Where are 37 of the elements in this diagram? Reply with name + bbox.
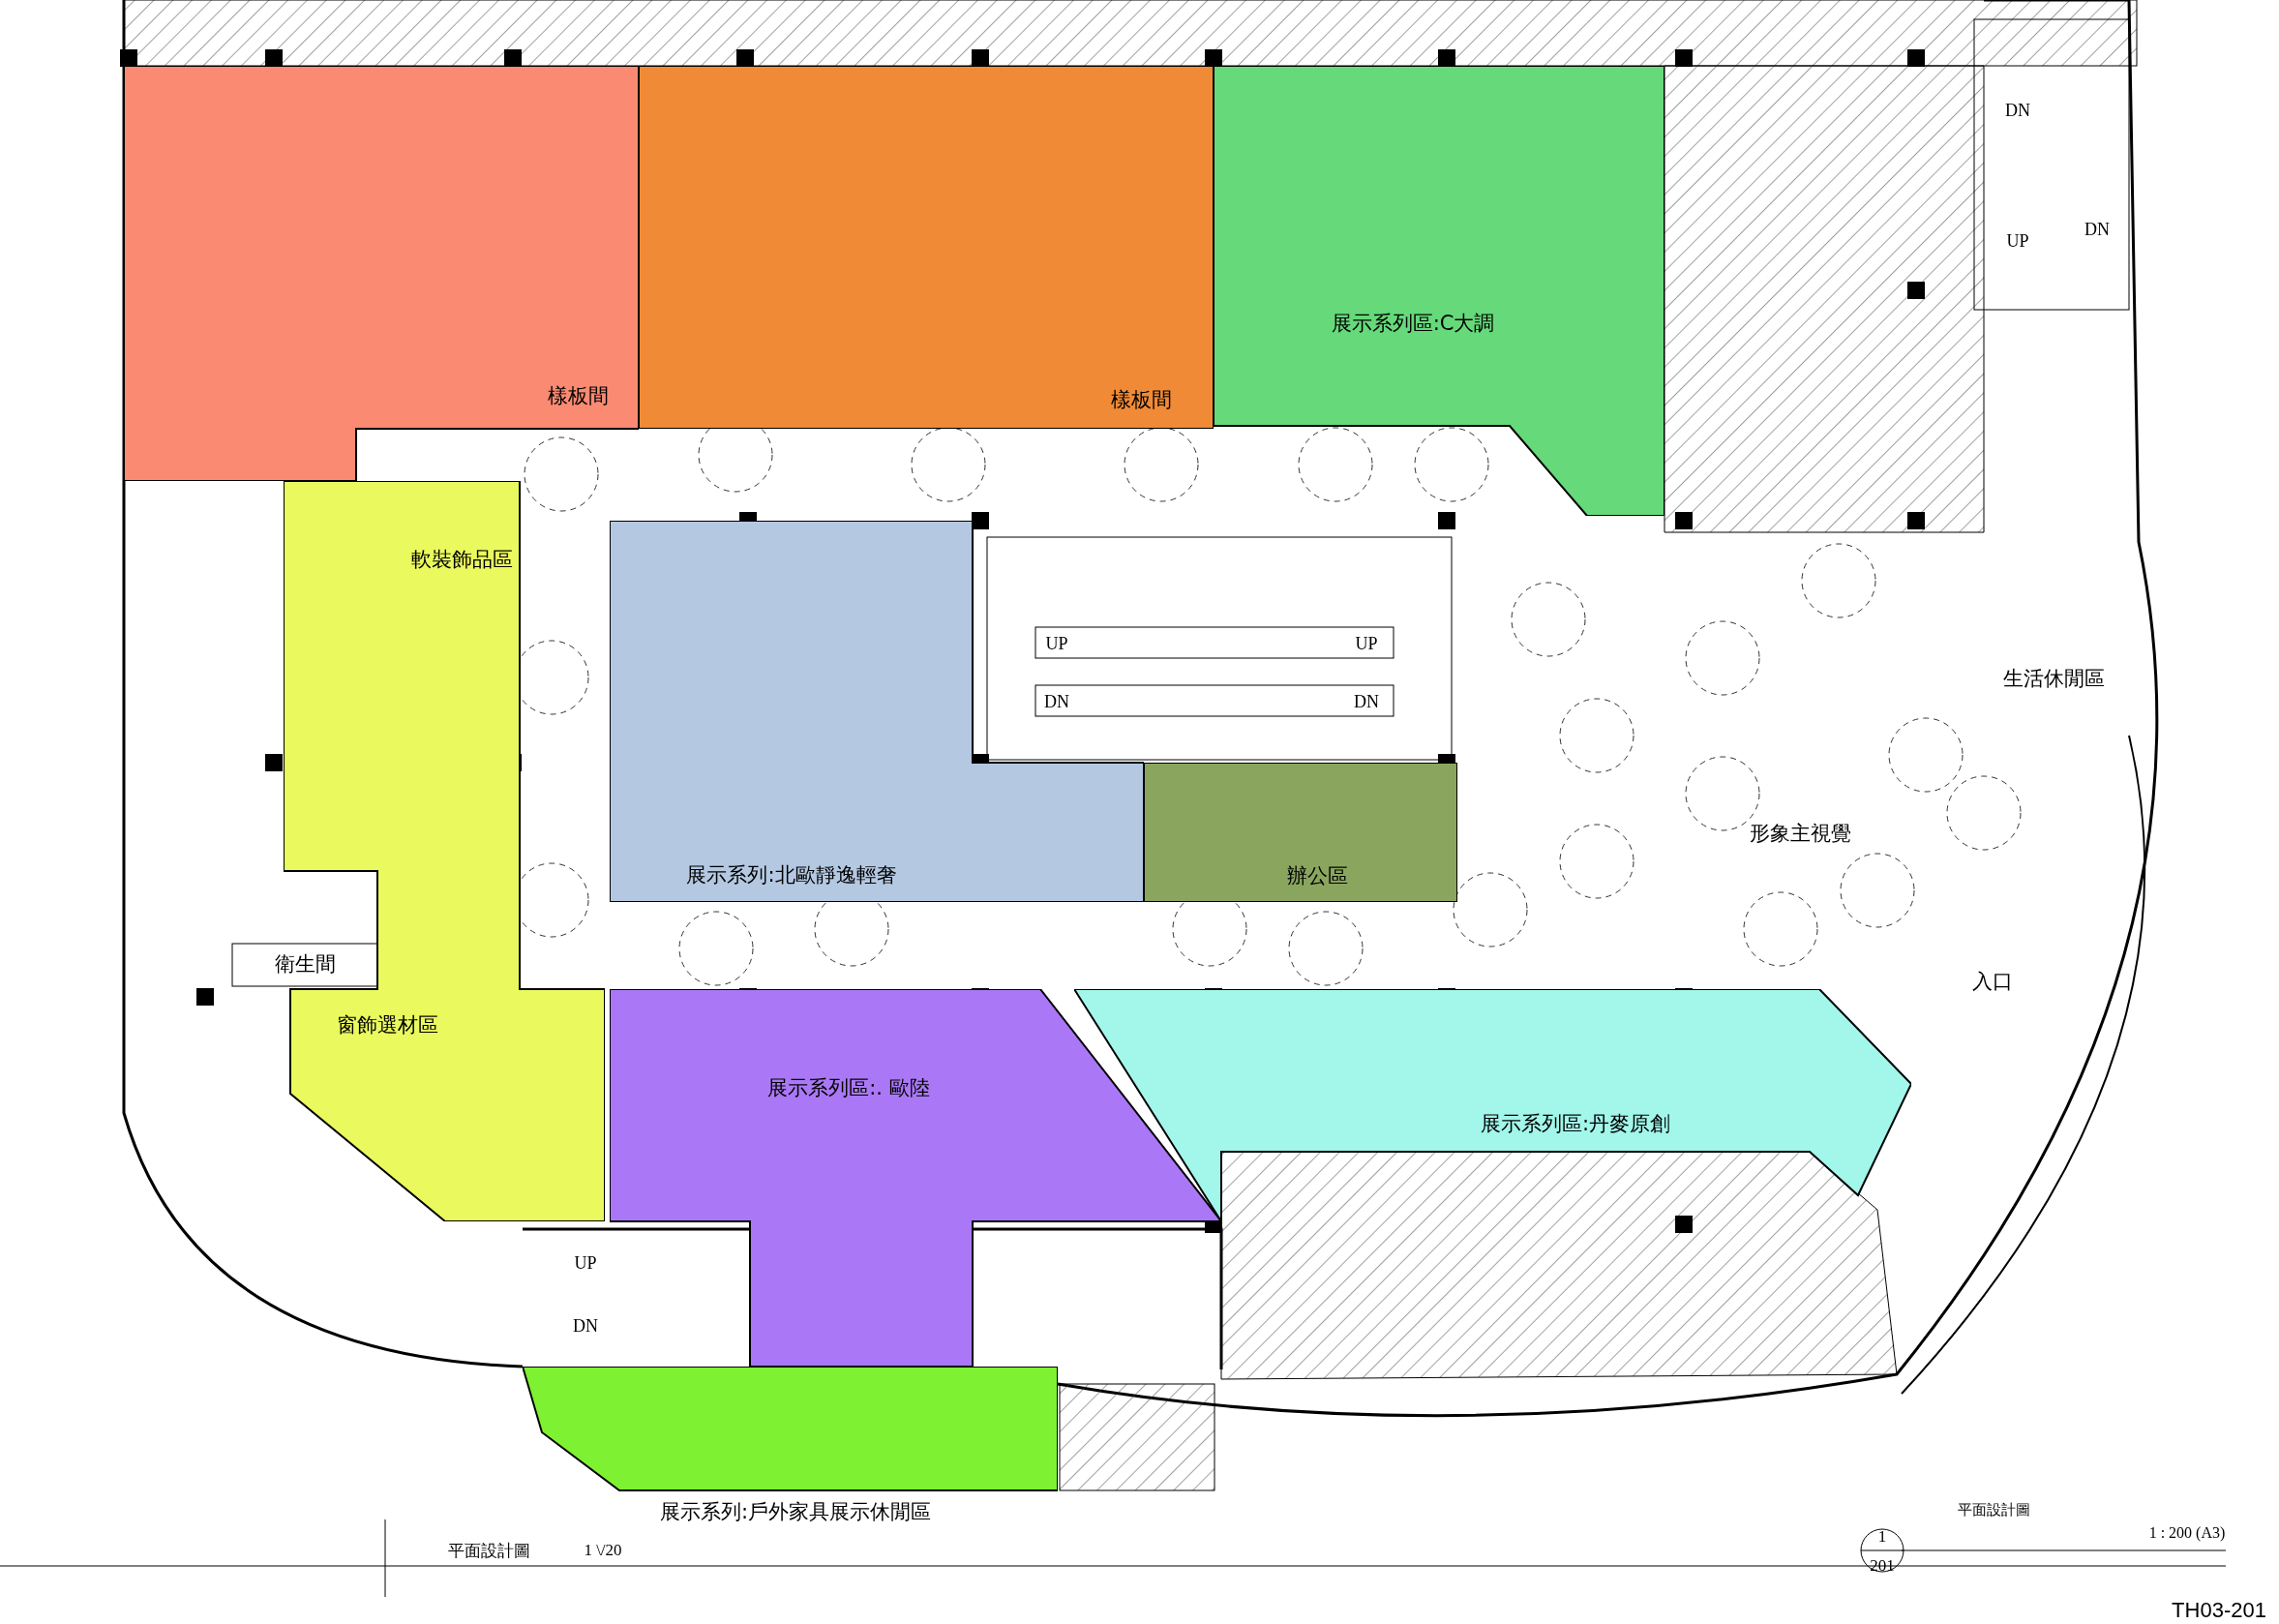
zone-label: 展示系列區:C大調: [1331, 311, 1495, 337]
area-label: 入口: [1972, 969, 2013, 995]
floor-zone: [1144, 763, 1457, 902]
area-label: 形象主視覺: [1749, 821, 1851, 847]
zone-label: 軟裝飾品區: [410, 547, 513, 573]
zone-label: 窗飾選材區: [336, 1012, 438, 1038]
sheet-reference: 201: [1870, 1556, 1895, 1576]
escalator-direction-label: UP: [1045, 633, 1068, 654]
scale-label: 1 : 200 (A3): [2148, 1524, 2226, 1542]
zone-label: 展示系列:北歐靜逸輕奢: [686, 862, 897, 888]
zone-label: 樣板間: [547, 383, 609, 409]
floor-zone: [610, 521, 1144, 902]
zone-label: 辦公區: [1286, 863, 1348, 889]
stair-direction-label: DN: [2084, 219, 2110, 240]
sheet-number: TH03-201: [2172, 1598, 2266, 1623]
zone-label: 展示系列區:. 歐陸: [767, 1075, 930, 1101]
room-label: 衛生間: [274, 951, 336, 977]
floor-zone: [1074, 989, 1911, 1221]
zone-label: 展示系列:戶外家具展示休閒區: [659, 1499, 932, 1525]
drawing-name: 平面設計圖: [1957, 1500, 2030, 1519]
floor-zone: [639, 66, 1214, 429]
stair-direction-label: UP: [2006, 230, 2029, 252]
stair-direction-label: DN: [2005, 100, 2030, 121]
floor-zone: [610, 989, 1221, 1367]
drawing-title: 平面設計圖: [447, 1540, 530, 1562]
floor-zone: [1214, 66, 1664, 516]
zone-label: 展示系列區:丹麥原創: [1480, 1111, 1671, 1137]
drawing-number: 1: [1877, 1527, 1887, 1547]
stair-direction-label: UP: [574, 1252, 597, 1274]
area-label: 生活休閒區: [2002, 666, 2105, 692]
scale-label: 1 \/20: [584, 1541, 622, 1560]
escalator-direction-label: DN: [1354, 691, 1379, 712]
floor-zone: [124, 66, 639, 481]
stair-direction-label: DN: [573, 1315, 598, 1337]
escalator-direction-label: DN: [1044, 691, 1069, 712]
escalator-direction-label: UP: [1355, 633, 1378, 654]
zone-label: 樣板間: [1110, 387, 1172, 413]
